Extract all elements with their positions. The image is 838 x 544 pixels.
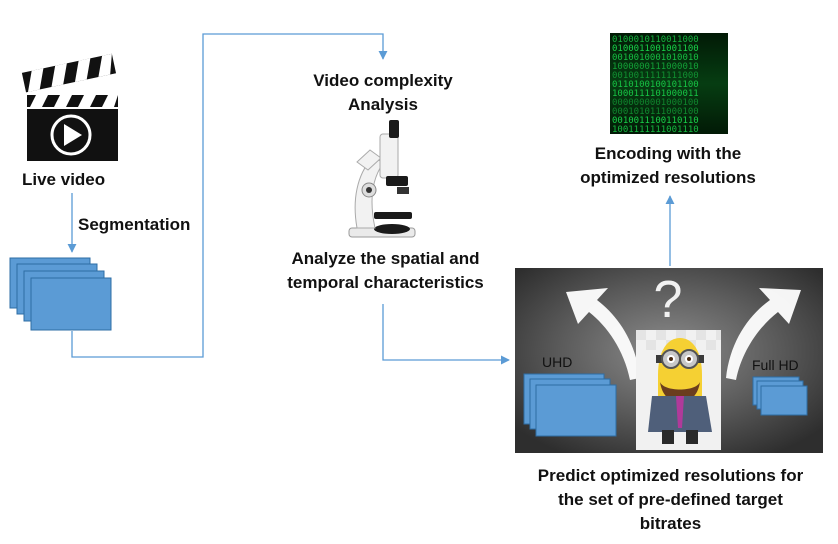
analyze-line-2: temporal characteristics	[287, 273, 484, 292]
analyze-characteristics-label: Analyze the spatial and temporal charact…	[273, 247, 498, 295]
segments-to-analysis-connector	[71, 33, 388, 358]
predict-line-3: bitrates	[639, 514, 702, 533]
uhd-label: UHD	[542, 354, 573, 370]
predict-line-1: Predict optimized resolutions for	[537, 466, 804, 485]
binary-digit-row: 0001010111000100	[612, 107, 699, 117]
binary-digit-row: 0100011001001100	[612, 44, 699, 54]
question-mark: ?	[654, 271, 683, 329]
analyze-line-1: Analyze the spatial and	[291, 249, 480, 268]
encoding-label: Encoding with the optimized resolutions	[568, 142, 768, 190]
clapperboard-icon	[21, 53, 118, 161]
microscope-icon	[348, 120, 416, 238]
binary-digit-row: 1000000111000010	[612, 62, 699, 72]
binary-digit-row: 1001111111001110	[612, 125, 699, 135]
live-video-label: Live video	[22, 170, 106, 189]
prediction-panel: ?	[515, 268, 823, 453]
binary-digit-row: 0010011111111000	[612, 71, 699, 81]
segmentation-label: Segmentation	[78, 215, 191, 234]
binary-digit-row: 0010011100110110	[612, 116, 699, 126]
binary-digit-row: 0010010001010010	[612, 53, 699, 63]
analysis-to-prediction-connector	[382, 304, 510, 365]
right-white-arrow	[726, 288, 801, 380]
binary-code-image: 0100010110011000010001100100110000100100…	[610, 33, 728, 135]
segment-frames	[9, 257, 112, 331]
complexity-line-2: Analysis	[348, 95, 418, 114]
binary-digit-row: 0100010110011000	[612, 35, 699, 45]
binary-digit-row: 1000111101000011	[612, 89, 699, 99]
left-white-arrow	[566, 288, 640, 380]
binary-digit-row: 0000000001000100	[612, 98, 699, 108]
encoding-line-2: optimized resolutions	[580, 168, 756, 187]
minion-character-image	[636, 330, 721, 450]
binary-digit-row: 0110100100101100	[612, 80, 699, 90]
predict-label: Predict optimized resolutions for the se…	[519, 464, 822, 536]
uhd-frames	[523, 373, 617, 437]
full-hd-frames	[752, 376, 808, 416]
complexity-line-1: Video complexity	[313, 71, 453, 90]
complexity-analysis-title: Video complexity Analysis	[283, 69, 483, 117]
predict-line-2: the set of pre-defined target	[558, 490, 783, 509]
encoding-line-1: Encoding with the	[594, 144, 742, 163]
full-hd-label: Full HD	[752, 357, 799, 373]
